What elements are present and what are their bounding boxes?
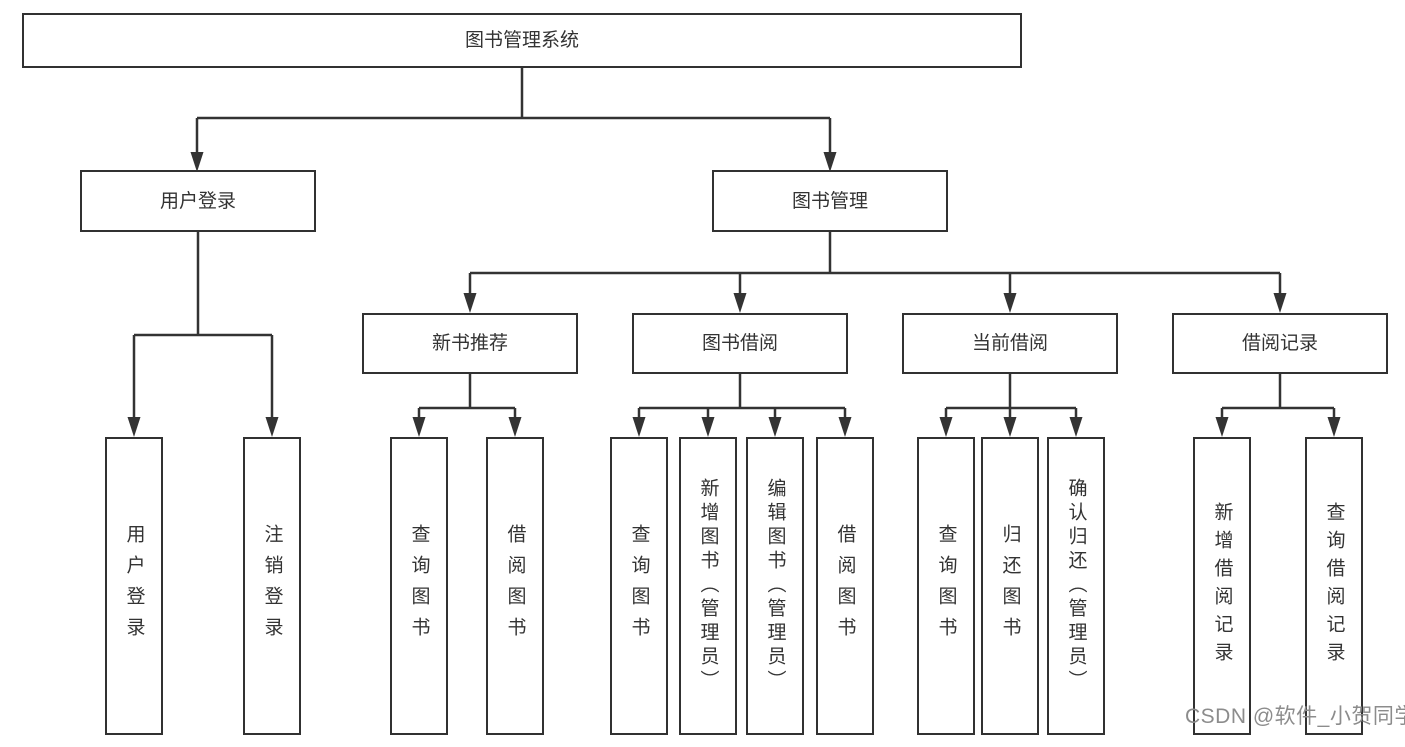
leaf-logout: 注销登录 (243, 437, 301, 735)
node-label: 当前借阅 (971, 333, 1048, 354)
node-label: 用户登录 (159, 190, 236, 212)
node-new-book-recommendation: 新书推荐 (362, 313, 578, 374)
node-label: 编辑图书（管理员） (764, 478, 786, 694)
leaf-add-books-admin: 新增图书（管理员） (679, 437, 737, 735)
leaf-borrow-books-borrowing: 借阅图书 (816, 437, 874, 735)
leaf-add-borrow-record: 新增借阅记录 (1193, 437, 1251, 735)
node-label: 借阅记录 (1241, 333, 1318, 354)
node-label: 注销登录 (261, 524, 283, 648)
leaf-query-books-recommend: 查询图书 (390, 437, 448, 735)
node-borrowing-records: 借阅记录 (1172, 313, 1388, 374)
csdn-watermark: CSDN @软件_小贺同学 (1185, 705, 1405, 728)
node-label: 借阅图书 (834, 524, 856, 648)
leaf-edit-books-admin: 编辑图书（管理员） (746, 437, 804, 735)
leaf-confirm-return-admin: 确认归还（管理员） (1047, 437, 1105, 735)
leaf-borrow-books-recommend: 借阅图书 (486, 437, 544, 735)
node-label: 图书管理系统 (464, 30, 579, 51)
node-library-management-system: 图书管理系统 (22, 13, 1022, 68)
leaf-return-books: 归还图书 (981, 437, 1039, 735)
node-label: 确认归还（管理员） (1065, 478, 1087, 694)
node-label: 查询图书 (408, 524, 430, 648)
node-label: 新增借阅记录 (1211, 502, 1233, 670)
node-label: 图书借阅 (701, 333, 778, 354)
node-label: 新增图书（管理员） (697, 478, 719, 694)
node-label: 查询图书 (935, 524, 957, 648)
node-label: 查询借阅记录 (1323, 502, 1345, 670)
leaf-query-books-current: 查询图书 (917, 437, 975, 735)
node-label: 借阅图书 (504, 524, 526, 648)
leaf-query-books-borrowing: 查询图书 (610, 437, 668, 735)
node-label: 新书推荐 (431, 333, 508, 354)
node-label: 查询图书 (628, 524, 650, 648)
arrowheads (127, 152, 1341, 437)
node-label: 用户登录 (123, 524, 145, 648)
node-book-management: 图书管理 (712, 170, 948, 232)
node-label: 图书管理 (791, 190, 868, 212)
leaf-query-borrow-record: 查询借阅记录 (1305, 437, 1363, 735)
node-book-borrowing: 图书借阅 (632, 313, 848, 374)
node-user-login: 用户登录 (80, 170, 316, 232)
node-current-borrowing: 当前借阅 (902, 313, 1118, 374)
leaf-user-login: 用户登录 (105, 437, 163, 735)
node-label: 归还图书 (999, 524, 1021, 648)
